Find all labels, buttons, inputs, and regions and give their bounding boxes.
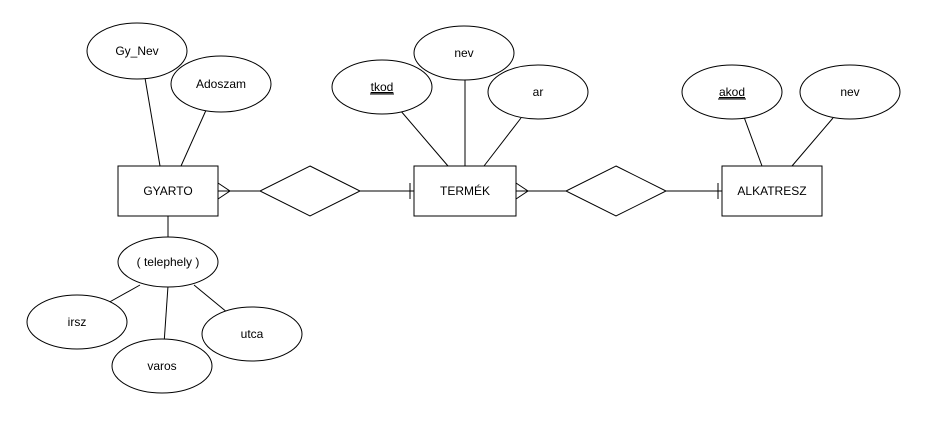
- line-ar-termek: [483, 117, 522, 167]
- attribute-telephely[interactable]: ( telephely ): [117, 236, 219, 288]
- relationship-gyarto-termek[interactable]: [258, 165, 362, 217]
- relationship-termek-alkatresz[interactable]: [564, 165, 668, 217]
- attribute-gy-nev-label: Gy_Nev: [115, 44, 158, 58]
- attribute-termek-nev-label: nev: [454, 46, 473, 60]
- attribute-utca[interactable]: utca: [201, 306, 303, 362]
- line-telephely-varos: [163, 285, 169, 345]
- attribute-varos-label: varos: [147, 359, 176, 373]
- attribute-adoszam-label: Adoszam: [196, 77, 246, 91]
- line-alknev-alkatresz: [791, 117, 834, 167]
- entity-gyarto[interactable]: GYARTO: [117, 165, 219, 217]
- attribute-varos[interactable]: varos: [111, 338, 213, 394]
- attribute-irsz[interactable]: irsz: [26, 294, 128, 350]
- line-adoszam-gyarto: [180, 107, 208, 167]
- line-tkod-termek: [399, 109, 449, 167]
- attribute-gy-nev[interactable]: Gy_Nev: [86, 22, 188, 80]
- line-akod-alkatresz: [743, 116, 763, 167]
- attribute-tkod-label: tkod: [371, 80, 394, 94]
- attribute-akod[interactable]: akod: [681, 64, 783, 120]
- attribute-ar-label: ar: [533, 85, 544, 99]
- connectors: [105, 77, 834, 345]
- entity-termek-label: TERMÉK: [440, 183, 490, 198]
- attribute-ar[interactable]: ar: [487, 64, 589, 120]
- crowfoot-many-termek: [515, 182, 529, 200]
- attribute-akod-label: akod: [719, 85, 745, 99]
- entity-alkatresz-label: ALKATRESZ: [737, 184, 806, 198]
- crowfoot-many-gyarto: [217, 182, 231, 200]
- attribute-alkatresz-nev[interactable]: nev: [799, 64, 901, 120]
- line-gynev-gyarto: [144, 77, 161, 167]
- entity-alkatresz[interactable]: ALKATRESZ: [721, 165, 823, 217]
- entity-termek[interactable]: TERMÉK: [413, 165, 517, 217]
- attribute-irsz-label: irsz: [68, 315, 87, 329]
- entity-gyarto-label: GYARTO: [143, 184, 192, 198]
- attribute-alkatresz-nev-label: nev: [840, 85, 859, 99]
- line-telephely-irsz: [105, 284, 141, 305]
- attribute-telephely-label: ( telephely ): [137, 255, 200, 269]
- line-telephely-utca: [193, 284, 229, 314]
- attribute-termek-nev[interactable]: nev: [413, 25, 515, 81]
- attribute-tkod[interactable]: tkod: [331, 59, 433, 115]
- attribute-adoszam[interactable]: Adoszam: [170, 55, 272, 113]
- attribute-utca-label: utca: [241, 327, 264, 341]
